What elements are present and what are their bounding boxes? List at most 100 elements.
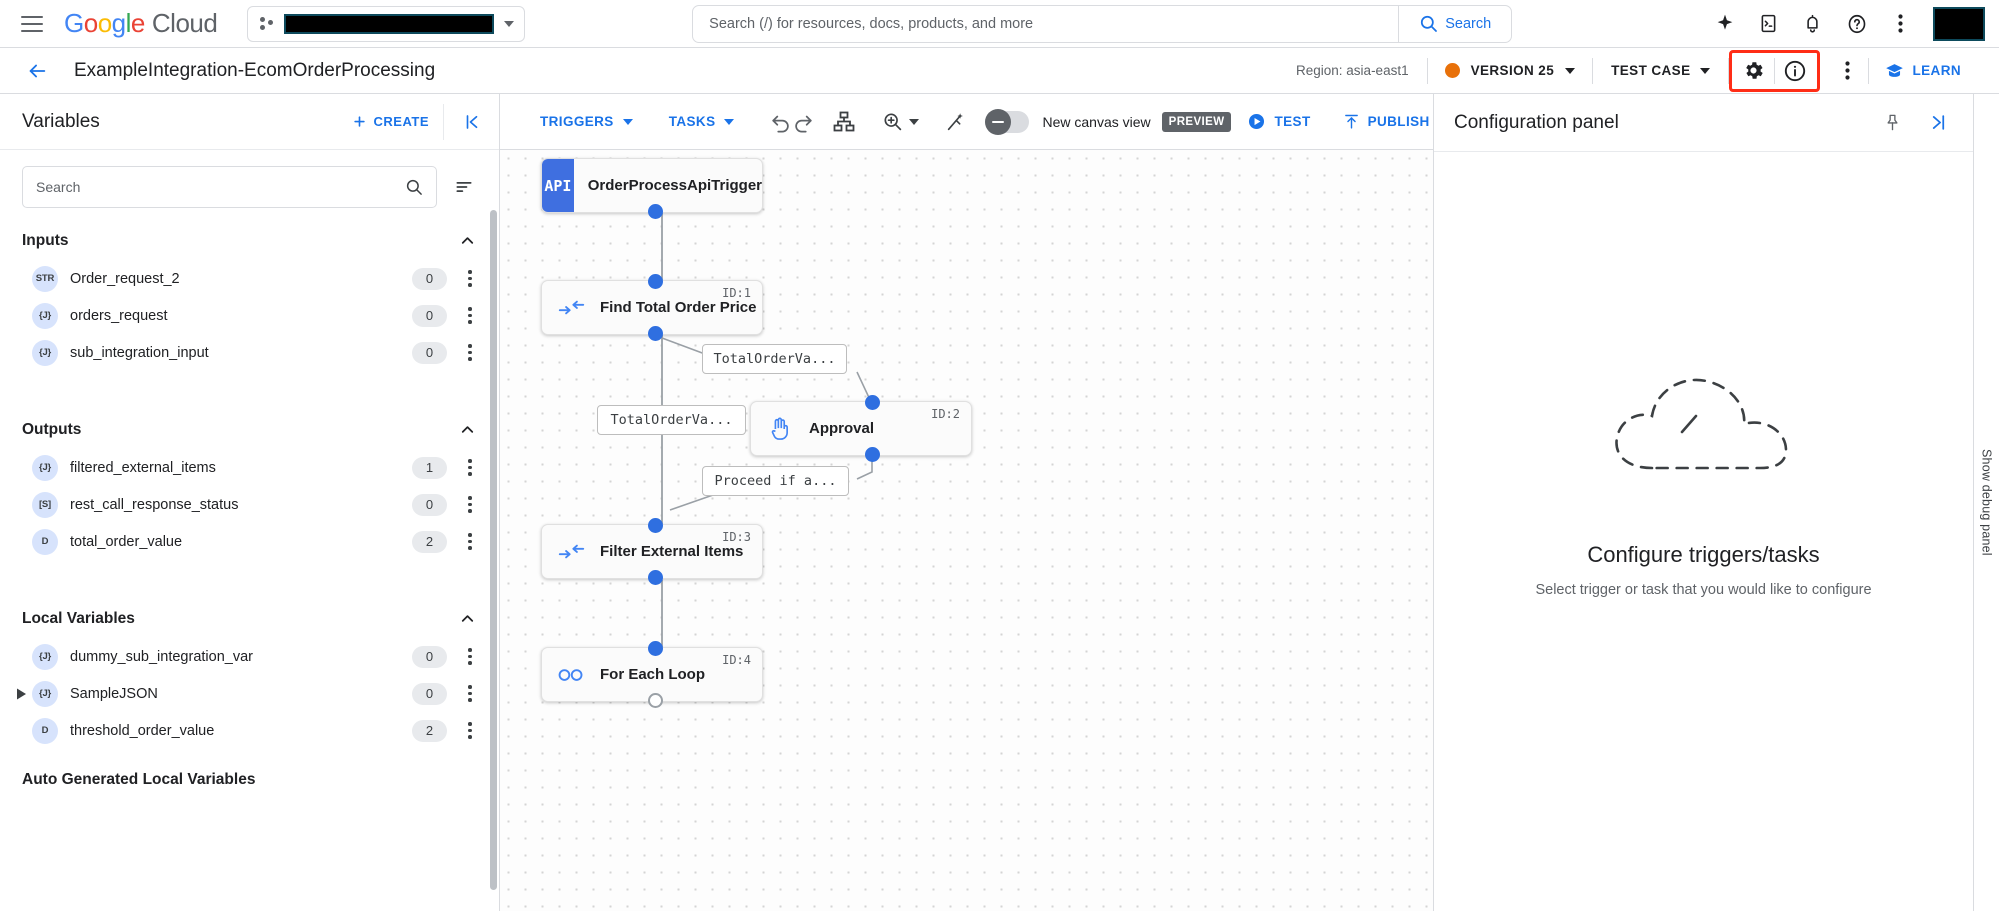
search-input[interactable] (693, 5, 1399, 42)
show-debug-panel-label[interactable]: Show debug panel (1979, 449, 1994, 556)
variable-row[interactable]: [S] rest_call_response_status 0 (0, 486, 499, 523)
section-header-outputs[interactable]: Outputs (0, 407, 499, 449)
flow-node-filter-external-items[interactable]: Filter External Items ID:3 (541, 518, 763, 585)
learn-button[interactable]: LEARN (1869, 62, 1978, 79)
flow-node-trigger[interactable]: API OrderProcessApiTrigger (541, 158, 763, 219)
node-input-port[interactable] (648, 518, 663, 533)
variable-type-badge: {J} (32, 339, 58, 366)
row-expander-icon[interactable] (10, 688, 32, 700)
node-label: Find Total Order Price (600, 299, 757, 316)
undo-icon[interactable] (770, 101, 792, 143)
zoom-icon[interactable] (874, 101, 927, 143)
variable-row[interactable]: D total_order_value 2 (0, 523, 499, 560)
new-canvas-view-toggle[interactable] (985, 108, 1030, 135)
variable-row[interactable]: {J} filtered_external_items 1 (0, 449, 499, 486)
test-button[interactable]: TEST (1231, 112, 1326, 131)
gemini-sparkle-icon[interactable] (1707, 6, 1743, 42)
variable-row[interactable]: {J} sub_integration_input 0 (0, 334, 499, 371)
back-button[interactable] (22, 56, 52, 86)
node-input-port[interactable] (648, 641, 663, 656)
variable-row[interactable]: {J} dummy_sub_integration_var 0 (0, 638, 499, 675)
search-button[interactable]: Search (1398, 5, 1511, 42)
integration-more-vert-icon[interactable] (1828, 51, 1868, 91)
hamburger-menu-icon[interactable] (14, 6, 50, 42)
edge-label[interactable]: TotalOrderVa... (597, 405, 746, 435)
node-output-port[interactable] (648, 693, 663, 708)
sort-variables-icon[interactable] (451, 174, 477, 200)
node-output-port[interactable] (648, 204, 663, 219)
node-input-port[interactable] (865, 395, 880, 410)
edge-label[interactable]: Proceed if a... (702, 466, 849, 496)
search-icon (1421, 15, 1438, 32)
help-icon[interactable] (1839, 6, 1875, 42)
for-each-loop-icon (542, 667, 600, 683)
flow-node-find-total-order-price[interactable]: Find Total Order Price ID:1 (541, 274, 763, 341)
collapse-variables-panel-button[interactable] (443, 103, 499, 140)
collapse-right-icon[interactable] (1923, 108, 1953, 138)
variable-name: threshold_order_value (70, 722, 215, 739)
variable-more-icon[interactable] (457, 270, 483, 287)
variable-more-icon[interactable] (457, 496, 483, 513)
publish-upload-icon (1344, 114, 1358, 129)
variable-row[interactable]: STR Order_request_2 0 (0, 260, 499, 297)
variable-more-icon[interactable] (457, 722, 483, 739)
project-selector[interactable] (247, 5, 526, 42)
auto-generated-section-title: Auto Generated Local Variables (22, 771, 256, 788)
variable-more-icon[interactable] (457, 648, 483, 665)
empty-state-title: Configure triggers/tasks (1587, 541, 1820, 567)
node-input-port[interactable] (648, 274, 663, 289)
tasks-menu-button[interactable]: TASKS (651, 114, 753, 129)
edge-label[interactable]: TotalOrderVa... (702, 344, 847, 374)
info-icon[interactable] (1775, 51, 1815, 91)
node-output-port[interactable] (648, 570, 663, 585)
region-label: Region: asia-east1 (1296, 63, 1409, 78)
test-case-selector[interactable]: TEST CASE (1593, 63, 1727, 78)
debug-panel-rail[interactable]: Show debug panel (1973, 94, 1999, 911)
more-vert-icon[interactable] (1883, 6, 1919, 42)
section-title: Inputs (22, 231, 69, 249)
variable-type-badge: {J} (32, 454, 58, 481)
graduation-cap-icon (1885, 64, 1903, 77)
section-header-inputs[interactable]: Inputs (0, 218, 499, 260)
main-layout: Variables CREATE (0, 94, 1999, 911)
variable-more-icon[interactable] (457, 685, 483, 702)
variables-search[interactable] (22, 166, 437, 208)
node-output-port[interactable] (865, 447, 880, 462)
create-label: CREATE (373, 114, 429, 129)
cloud-shell-icon[interactable] (1751, 6, 1787, 42)
project-dots-icon (260, 16, 274, 32)
create-variable-button[interactable]: CREATE (352, 114, 429, 129)
logo-cloud-text: Cloud (151, 8, 218, 38)
variable-row[interactable]: {J} orders_request 0 (0, 297, 499, 334)
divider (1727, 57, 1729, 84)
notifications-bell-icon[interactable] (1795, 6, 1831, 42)
variable-more-icon[interactable] (457, 307, 483, 324)
variable-more-icon[interactable] (457, 533, 483, 550)
data-mapping-icon (542, 299, 600, 316)
redo-icon[interactable] (792, 101, 814, 143)
variable-more-icon[interactable] (457, 344, 483, 361)
variable-row[interactable]: {J} SampleJSON 0 (0, 675, 499, 712)
pin-icon[interactable] (1877, 108, 1907, 138)
node-output-port[interactable] (648, 326, 663, 341)
magic-wand-icon[interactable] (945, 101, 967, 143)
avatar[interactable] (1932, 6, 1985, 41)
auto-layout-icon[interactable] (832, 101, 856, 143)
version-selector[interactable]: VERSION 25 (1428, 63, 1593, 78)
flow-node-for-each-loop[interactable]: For Each Loop ID:4 (541, 641, 763, 708)
variables-search-input[interactable] (36, 179, 405, 195)
variable-more-icon[interactable] (457, 459, 483, 476)
flow-node-approval[interactable]: Approval ID:2 (750, 395, 972, 462)
header-icon-group (1707, 6, 1985, 42)
integration-flow-canvas[interactable]: API OrderProcessApiTrigger Find Total Or… (500, 150, 1433, 911)
publish-button[interactable]: PUBLISH (1327, 112, 1446, 131)
variable-name: orders_request (70, 307, 168, 324)
triggers-menu-button[interactable]: TRIGGERS (522, 114, 651, 129)
variables-scrollbar[interactable] (490, 210, 497, 890)
variable-row[interactable]: D threshold_order_value 2 (0, 712, 499, 749)
global-search[interactable]: Search (692, 4, 1513, 43)
section-header-local-variables[interactable]: Local Variables (0, 596, 499, 638)
settings-gear-icon[interactable] (1734, 51, 1774, 91)
variable-count-badge: 0 (412, 304, 447, 327)
